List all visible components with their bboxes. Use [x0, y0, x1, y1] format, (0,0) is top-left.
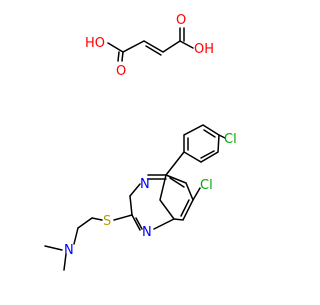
bond	[63, 253, 67, 271]
bond	[180, 199, 190, 217]
bond	[122, 40, 145, 53]
sulfur-label: S	[103, 214, 111, 229]
benzodiazepine-molecule: Cl Cl N N S N	[44, 124, 237, 271]
bond	[129, 183, 141, 197]
chlorophenyl-ring	[183, 124, 220, 163]
chlorine-label: Cl	[200, 178, 213, 193]
hydroxyl-label: HO	[85, 36, 105, 51]
bond	[218, 134, 226, 139]
bond	[153, 218, 175, 230]
bond	[200, 150, 215, 159]
bond	[129, 195, 133, 216]
bond	[113, 214, 133, 221]
chlorine-label: Cl	[224, 132, 237, 147]
oxygen-label: O	[176, 13, 186, 28]
structure-canvas: HO O O OH Cl Cl N N	[44, 13, 237, 271]
bond	[165, 151, 185, 176]
bond	[192, 187, 201, 201]
bond	[121, 51, 124, 62]
nitrogen-label: N	[64, 243, 74, 258]
bond	[203, 129, 216, 138]
bond	[169, 177, 185, 188]
chemical-structure-drawing: HO O O OH Cl Cl N N	[44, 13, 237, 271]
nitrogen-label: N	[140, 177, 150, 192]
bond	[77, 217, 93, 229]
nitrogen-label: N	[142, 225, 152, 240]
bond	[117, 51, 120, 62]
oxygen-label: O	[116, 64, 126, 79]
bond	[91, 217, 103, 221]
fumaric-acid-molecule: HO O O OH	[85, 13, 214, 79]
bond	[143, 40, 164, 53]
bond	[44, 245, 63, 251]
bond	[131, 214, 141, 231]
bond	[179, 40, 194, 49]
bond	[145, 45, 162, 56]
bond	[162, 40, 181, 53]
hydroxyl-label: OH	[194, 42, 214, 57]
bond	[73, 227, 79, 245]
chlorobenzo-ring	[159, 173, 194, 221]
bond	[107, 42, 124, 53]
bond	[135, 217, 143, 230]
